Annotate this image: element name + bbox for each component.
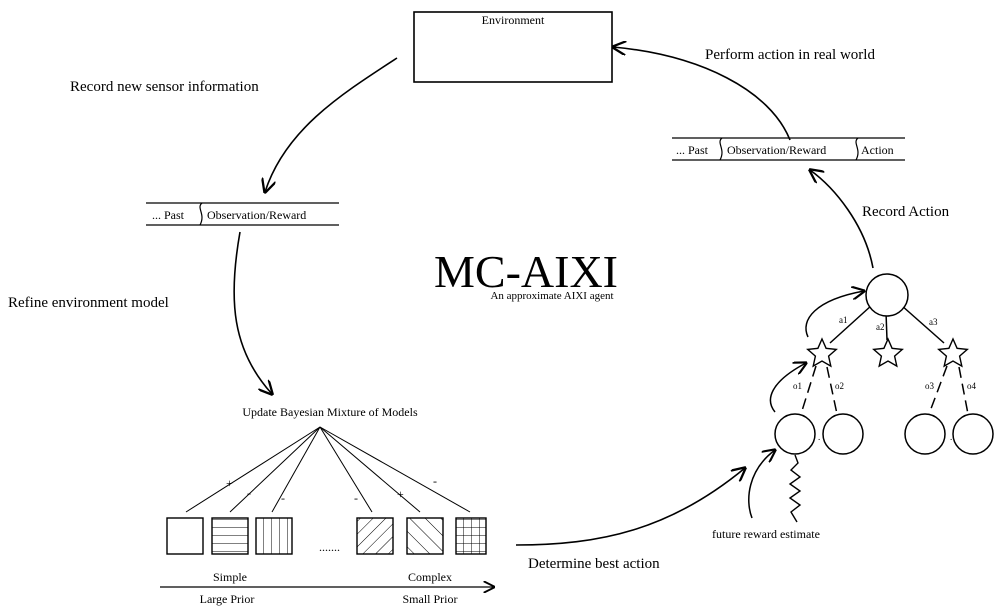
history-right-past: ... Past xyxy=(676,143,709,157)
tree-action-label: a3 xyxy=(929,317,938,327)
model-box-diagonal-wide xyxy=(406,517,444,555)
history-left-obs: Observation/Reward xyxy=(207,208,306,222)
arrow-backprop-lower xyxy=(769,363,806,413)
mixture-sign: - xyxy=(281,491,285,505)
mixture-sign: - xyxy=(433,474,437,488)
mixture-fan xyxy=(185,426,471,513)
model-box-vertical xyxy=(255,517,293,555)
axis-simple: Simple xyxy=(213,570,247,584)
tree-dot: . xyxy=(818,432,820,442)
label-best-action: Determine best action xyxy=(528,556,660,572)
arrow-record-action xyxy=(810,170,874,269)
tree-observation-label: o1 xyxy=(793,381,802,391)
model-box-grid xyxy=(455,517,487,555)
history-right-obs: Observation/Reward xyxy=(727,143,826,157)
label-update-mixture: Update Bayesian Mixture of Models xyxy=(242,405,418,419)
diagram-subtitle: An approximate AIXI agent xyxy=(490,290,613,302)
model-ellipsis: ....... xyxy=(319,540,340,554)
label-record-sensor: Record new sensor information xyxy=(70,79,259,95)
tree-observation-label: o3 xyxy=(925,381,935,391)
arrow-record-sensor xyxy=(265,57,398,192)
tree-root-node xyxy=(865,273,909,317)
history-right-action: Action xyxy=(861,143,894,157)
model-box-empty xyxy=(166,517,204,555)
tree-observation-node xyxy=(822,413,864,455)
search-tree: a1 a2 a3 o1 o2 o3 o4 . . future reward e… xyxy=(712,273,994,541)
history-tape-left: ... Past Observation/Reward xyxy=(146,202,339,226)
mixture-sign: + xyxy=(226,476,233,490)
label-record-action: Record Action xyxy=(862,204,950,220)
axis-complex: Complex xyxy=(408,570,452,584)
arrow-future-reward xyxy=(748,450,775,519)
environment-box xyxy=(413,11,613,83)
arrow-backprop-upper xyxy=(805,291,864,338)
label-refine-model: Refine environment model xyxy=(8,295,169,311)
tree-observation-label: o2 xyxy=(835,381,844,391)
mixture-signs: + - - - + - xyxy=(226,474,437,505)
environment-label: Environment xyxy=(482,13,545,27)
model-box-horizontal xyxy=(211,517,249,555)
mixture-sign: - xyxy=(354,491,358,505)
mixture-sign: - xyxy=(247,486,251,500)
tree-action-node xyxy=(806,337,838,368)
tree-observation-node xyxy=(774,413,816,455)
tree-action-node xyxy=(937,337,969,368)
history-left-past: ... Past xyxy=(152,208,185,222)
axis-small-prior: Small Prior xyxy=(402,592,457,606)
tree-action-label: a1 xyxy=(839,315,848,325)
tree-action-label: a2 xyxy=(876,322,885,332)
tree-observation-node xyxy=(952,413,994,455)
tree-observation-label: o4 xyxy=(967,381,977,391)
tree-action-node xyxy=(872,337,904,368)
model-box-diagonal xyxy=(356,517,394,555)
label-perform-action: Perform action in real world xyxy=(705,47,875,63)
label-future-reward: future reward estimate xyxy=(712,527,820,541)
arrow-refine-model xyxy=(233,231,272,394)
axis-large-prior: Large Prior xyxy=(200,592,255,606)
rollout-squiggle xyxy=(788,454,802,523)
arrow-perform-action xyxy=(613,47,791,141)
tree-observation-node xyxy=(904,413,946,455)
tree-dot: . xyxy=(950,432,952,442)
model-boxes xyxy=(166,517,487,555)
mixture-sign: + xyxy=(397,487,404,501)
arrow-best-action xyxy=(515,468,745,546)
diagram-title: MC-AIXI xyxy=(434,246,618,297)
history-tape-right: ... Past Observation/Reward Action xyxy=(672,137,905,161)
